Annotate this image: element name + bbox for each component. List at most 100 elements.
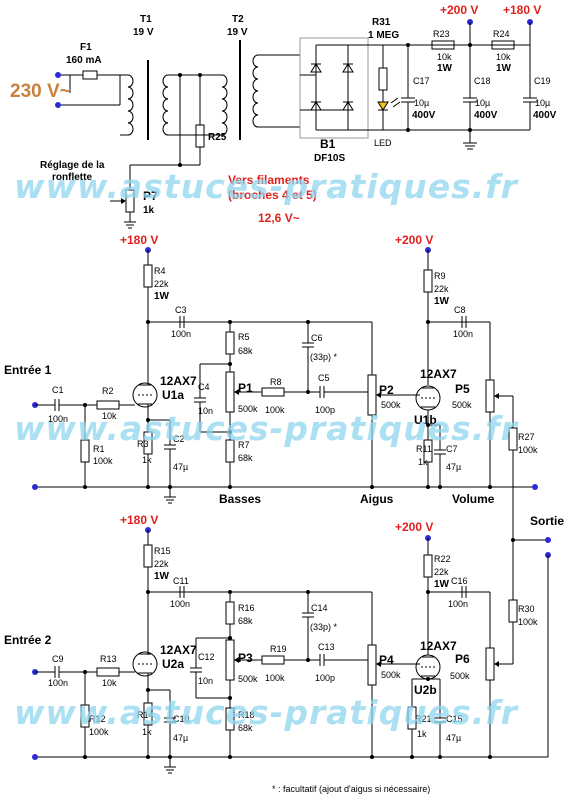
- c15-name: C15: [446, 714, 463, 724]
- tube-u2b-symbol: [415, 654, 441, 680]
- p4-symbol: [367, 644, 377, 686]
- treble-label: Aigus: [360, 492, 394, 506]
- r22-value2: 1W: [434, 579, 450, 590]
- p4-value: 500k: [381, 670, 401, 680]
- c4-name: C4: [198, 382, 210, 392]
- r18-value: 68k: [238, 723, 253, 733]
- r8-value: 100k: [265, 405, 285, 415]
- t2-primary-winding: [221, 74, 228, 136]
- ch2-supply-b: +200 V: [395, 520, 433, 534]
- r16-symbol: [225, 601, 235, 625]
- hum-label-line2: ronflette: [52, 172, 92, 183]
- r11-name: R11: [416, 444, 432, 454]
- bridge-diode-1: [310, 63, 322, 73]
- r21-name: R21: [415, 714, 432, 724]
- p4-name: P4: [379, 653, 394, 667]
- r9-value1: 22k: [434, 284, 449, 294]
- r16-name: R16: [238, 603, 255, 613]
- r21-value: 1k: [417, 729, 427, 739]
- p1-value: 500k: [238, 404, 258, 414]
- mains-terminal-2: [55, 102, 61, 108]
- r2-symbol: [96, 400, 120, 410]
- r9-symbol: [423, 269, 433, 293]
- footnote: * : facultatif (ajout d'aigus si nécessa…: [272, 784, 430, 794]
- f1-value: 160 mA: [66, 55, 102, 66]
- r22-name: R22: [434, 554, 451, 564]
- c9-value: 100n: [48, 678, 68, 688]
- filaments-line1: Vers filaments: [228, 173, 310, 187]
- c11-name: C11: [173, 576, 189, 586]
- p1-symbol: [225, 371, 235, 413]
- c18-value2: 400V: [474, 110, 498, 121]
- t2-value: 19 V: [227, 27, 248, 38]
- c4-value: 10n: [198, 406, 213, 416]
- c14-name: C14: [311, 603, 328, 613]
- channel-2: [32, 527, 551, 774]
- c7-value: 47µ: [446, 462, 461, 472]
- p7-name: P7: [143, 189, 158, 203]
- r13-name: R13: [100, 654, 117, 664]
- watermark-middle: www.astuces-pratiques.fr: [14, 409, 519, 448]
- r4-name: R4: [154, 266, 166, 276]
- t2-secondary-winding: [252, 54, 259, 128]
- led-label: LED: [374, 138, 392, 148]
- c3-name: C3: [175, 305, 187, 315]
- r9-value2: 1W: [434, 296, 450, 307]
- c19-value1: 10µ: [535, 98, 550, 108]
- c8-name: C8: [454, 305, 466, 315]
- p6-symbol: [485, 647, 495, 681]
- output-terminal: [545, 537, 551, 543]
- ch1-supply-b: +200 V: [395, 233, 433, 247]
- r5-value: 68k: [238, 346, 253, 356]
- t1-primary-winding: [127, 74, 134, 136]
- bridge-value: DF10S: [314, 153, 345, 164]
- r11-value: 1k: [418, 457, 428, 467]
- ch1-supply-a: +180 V: [120, 233, 158, 247]
- r12-name: R12: [89, 714, 106, 724]
- c19-name: C19: [534, 76, 551, 86]
- mains-voltage-label: 230 V~: [10, 81, 71, 102]
- c10-name: C10: [173, 714, 190, 724]
- p3-value: 500k: [238, 674, 258, 684]
- c19-value2: 400V: [533, 110, 557, 121]
- c14-value: (33p) *: [310, 622, 338, 632]
- c18-value1: 10µ: [475, 98, 490, 108]
- tube-u1a-type: 12AX7: [160, 374, 197, 388]
- r22-symbol: [423, 554, 433, 578]
- supply-200v-label: +200 V: [440, 3, 478, 17]
- r19-symbol: [261, 655, 285, 665]
- r1-value: 100k: [93, 456, 113, 466]
- r30-symbol: [508, 599, 518, 623]
- supply-180v-label: +180 V: [503, 3, 541, 17]
- bridge-diode-2: [342, 63, 354, 73]
- c13-value: 100p: [315, 673, 335, 683]
- r14-name: R14: [137, 710, 154, 720]
- r27-name: R27: [518, 432, 535, 442]
- ch2-supply-a: +180 V: [120, 513, 158, 527]
- c15-value: 47µ: [446, 733, 461, 743]
- r4-symbol: [143, 264, 153, 288]
- p5-symbol: [485, 379, 495, 413]
- p3-symbol: [225, 639, 235, 681]
- watermark-top: www.astuces-pratiques.fr: [14, 167, 519, 206]
- r7-name: R7: [238, 440, 250, 450]
- c5-name: C5: [318, 373, 330, 383]
- t1-secondary-winding: [162, 74, 169, 136]
- c2-value: 47µ: [173, 462, 188, 472]
- r24-symbol: [491, 40, 515, 50]
- r1-name: R1: [93, 444, 105, 454]
- r12-value: 100k: [89, 727, 109, 737]
- p5-value: 500k: [452, 400, 472, 410]
- r31-name: R31: [372, 17, 391, 28]
- r13-value: 10k: [102, 678, 117, 688]
- c17-value1: 10µ: [414, 98, 429, 108]
- r3-name: R3: [137, 439, 149, 449]
- c5-value: 100p: [315, 405, 335, 415]
- r24-name: R24: [493, 29, 510, 39]
- tube-u2a-type: 12AX7: [160, 643, 197, 657]
- c18-name: C18: [474, 76, 491, 86]
- tube-u1b-symbol: [415, 385, 441, 411]
- r27-value: 100k: [518, 445, 538, 455]
- r25-symbol: [195, 124, 205, 148]
